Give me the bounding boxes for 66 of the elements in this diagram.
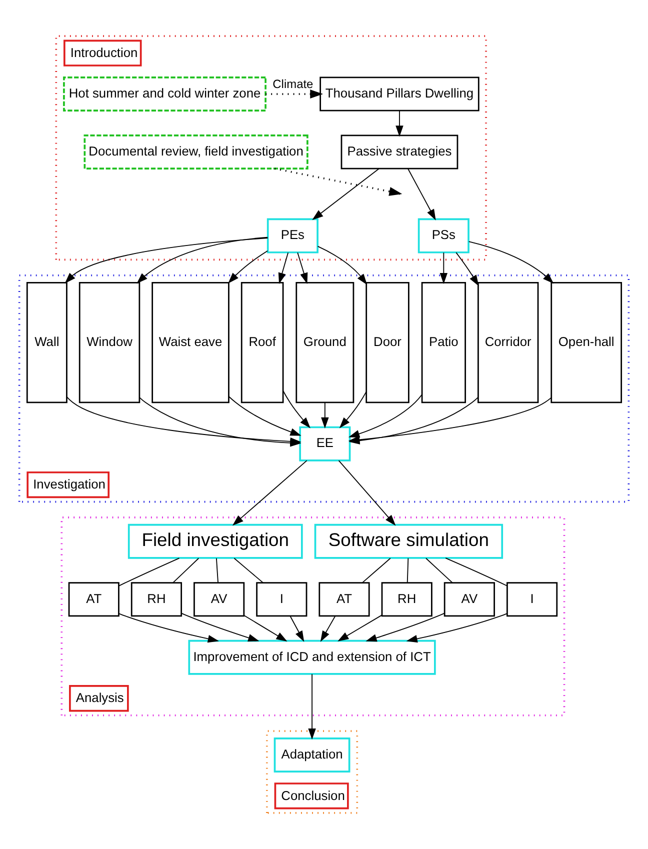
node-box: PEs <box>266 218 318 254</box>
edge-label: Climate <box>272 76 314 91</box>
arrow <box>278 252 289 284</box>
arrow <box>456 252 479 286</box>
node-box: Field investigation <box>128 524 303 559</box>
node-box: AT <box>318 582 370 617</box>
node-box: AV <box>444 582 495 617</box>
arrow <box>320 616 336 642</box>
node-box: Patio <box>421 282 466 404</box>
node-box: Documental review, field investigation <box>84 134 308 170</box>
arrow <box>290 616 304 642</box>
arrow <box>244 614 288 642</box>
connector <box>234 558 264 584</box>
connector <box>216 558 218 584</box>
arrow <box>396 110 404 137</box>
node-box: Improvement of ICD and extension of ICT <box>188 640 436 675</box>
node-box: I <box>506 582 558 617</box>
arrow <box>266 90 324 99</box>
node-box: Software simulation <box>314 524 504 559</box>
node-box: Passive strategies <box>340 134 458 170</box>
arrow <box>228 250 268 284</box>
arrow <box>136 236 268 284</box>
node-box: Ground <box>296 282 354 404</box>
arrow <box>348 394 422 438</box>
node-box: Door <box>366 282 410 404</box>
node-box: Corridor <box>478 282 539 404</box>
node-box: EE <box>299 426 351 462</box>
connector <box>445 558 508 586</box>
connector <box>172 558 200 584</box>
arrow <box>440 252 448 284</box>
node-box: Thousand Pillars Dwelling <box>320 76 480 112</box>
node-box: RH <box>130 582 182 617</box>
node-box: Adaptation <box>274 737 350 772</box>
connector <box>362 558 391 584</box>
arrow <box>338 614 382 642</box>
arrow <box>282 390 310 428</box>
node-box: RH <box>381 582 432 617</box>
arrow <box>406 613 508 643</box>
arrow <box>312 168 380 220</box>
node-box: Window <box>78 282 140 404</box>
arrow <box>228 396 302 436</box>
arrow <box>317 246 368 285</box>
arrow <box>468 241 554 284</box>
arrow <box>308 674 316 740</box>
arrow <box>181 612 260 642</box>
node-box: Open-hall <box>550 282 622 404</box>
arrow <box>297 252 308 284</box>
connector <box>118 558 180 586</box>
node-box: AT <box>68 582 120 617</box>
arrow <box>64 238 268 284</box>
node-box: Roof <box>240 282 284 404</box>
connector <box>425 558 453 584</box>
connector <box>406 558 409 584</box>
arrow <box>408 168 436 220</box>
arrow <box>118 613 219 643</box>
node-box: I <box>256 582 308 617</box>
arrow <box>366 612 445 642</box>
node-box: Wall <box>26 282 68 404</box>
arrow <box>321 402 329 428</box>
node-box: PSs <box>418 218 470 254</box>
arrow <box>232 460 308 526</box>
node-box: Hot summer and cold winter zone <box>63 76 266 112</box>
node-box: Waist eave <box>152 282 230 404</box>
node-box: AV <box>194 582 245 617</box>
arrow <box>339 391 367 428</box>
arrow <box>338 460 396 526</box>
